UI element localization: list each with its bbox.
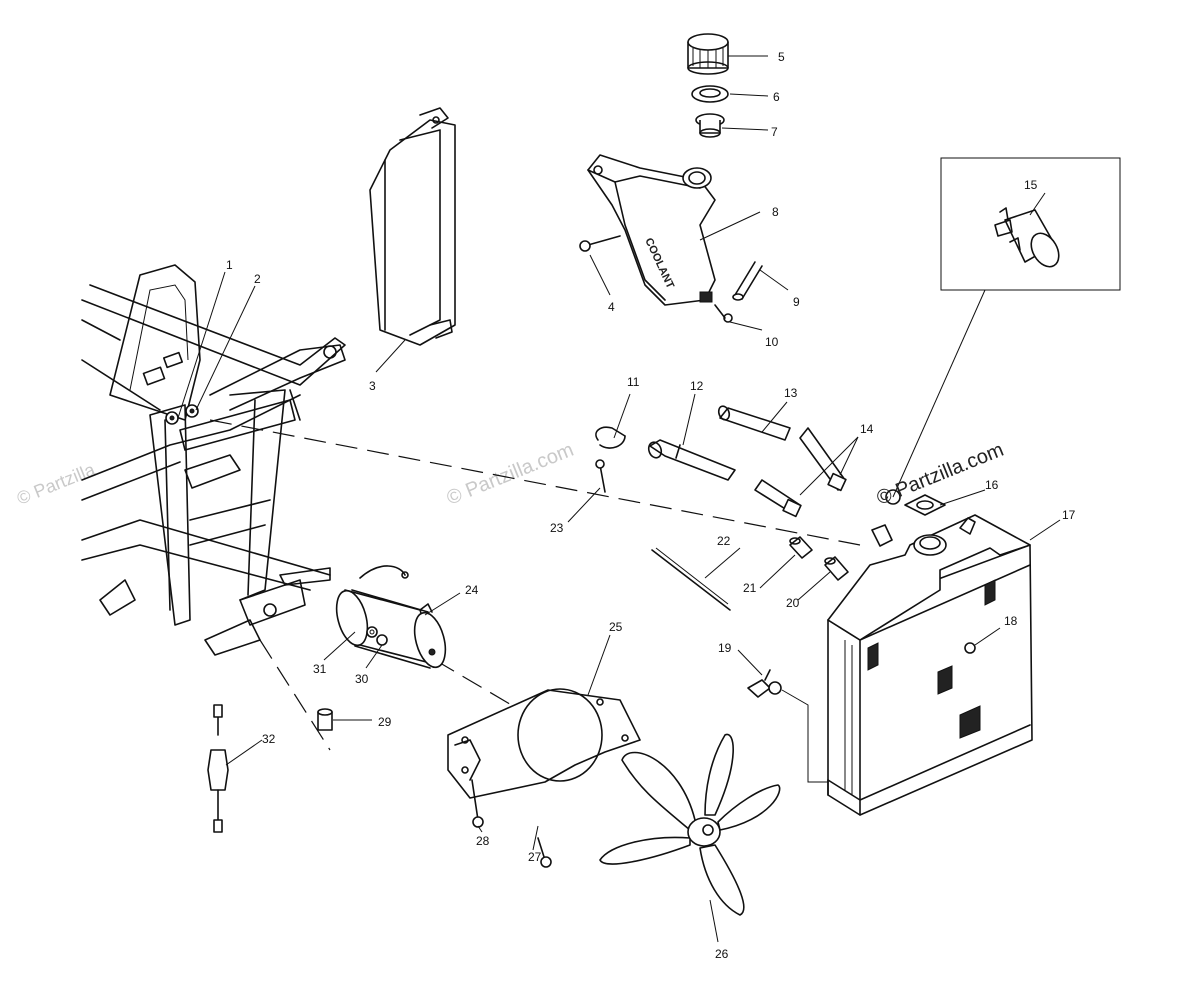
temperature-switch [994,207,1060,268]
coolant-reservoir: COOLANT [587,154,716,306]
detail-box-pointer-line [892,289,986,498]
radiator-shroud [369,107,456,346]
watermark-main: © Partzilla.com [874,439,1007,510]
fan-blade [599,733,781,916]
callout-leader-lines [177,55,1061,943]
fan-motor [335,565,447,669]
callout-11: 11 [627,375,640,389]
push-rivet [595,459,606,493]
fan-motor-nut [376,634,388,646]
callout-18: 18 [1004,614,1018,628]
radiator-hose-short [717,405,791,441]
callout-22: 22 [717,534,731,548]
cap-gasket [691,85,729,103]
drain-fitting [747,669,782,698]
drain-leader-line [781,689,828,783]
callout-7: 7 [771,125,778,139]
callout-13: 13 [784,386,798,400]
tank-mounting-screw [579,235,621,252]
callout-32: 32 [262,732,276,746]
cable-tie [651,547,731,611]
radiator-screw [964,642,976,654]
radiator [827,514,1033,816]
coolant-cap [687,33,729,75]
callout-25: 25 [609,620,623,634]
callout-5: 5 [778,50,785,64]
filler-neck-gasket [904,494,946,516]
callout-numbers: 1 2 3 4 5 6 7 8 9 10 11 12 13 14 15 16 1… [226,50,1076,961]
callout-9: 9 [793,295,800,309]
callout-27: 27 [528,850,542,864]
rubber-mount-29 [317,708,333,731]
callout-17: 17 [1062,508,1076,522]
rubber-bumper-32 [207,704,229,833]
callout-28: 28 [476,834,490,848]
callout-8: 8 [772,205,779,219]
assembly-dashed-line-top [209,419,861,546]
assembly-dashed-line-bottom [259,639,331,751]
hose-clamp-small [714,304,733,323]
callout-14: 14 [860,422,874,436]
filler-neck-adapter [695,113,725,138]
fan-motor-washer [366,626,378,638]
shroud-screw-28 [471,779,484,828]
hose-fitting-21 [789,536,813,559]
temp-switch-installed [871,524,893,547]
watermark-faint-center: © Partzilla.com [444,439,577,510]
callout-16: 16 [985,478,999,492]
hose-connector-pair [754,427,847,518]
hose-clamp-large [595,426,626,449]
watermark-faint-left: © Partzilla [14,459,99,509]
callout-4: 4 [608,300,615,314]
vehicle-frame [81,264,346,656]
callout-31: 31 [313,662,327,676]
callout-23: 23 [550,521,564,535]
callout-30: 30 [355,672,369,686]
radiator-hose-upper [647,439,736,481]
callout-15: 15 [1024,178,1038,192]
callout-1: 1 [226,258,233,272]
callout-12: 12 [690,379,704,393]
fan-shroud [447,688,641,799]
callout-6: 6 [773,90,780,104]
assembly-dashed-line-fan [434,659,521,711]
shroud-screw-27 [537,837,552,868]
callout-19: 19 [718,641,732,655]
callout-3: 3 [369,379,376,393]
callout-20: 20 [786,596,800,610]
callout-24: 24 [465,583,479,597]
callout-2: 2 [254,272,261,286]
callout-21: 21 [743,581,757,595]
callout-26: 26 [715,947,729,961]
overflow-hose [732,261,763,301]
callout-10: 10 [765,335,779,349]
callout-29: 29 [378,715,392,729]
hose-fitting-20 [824,556,849,581]
detail-box-target-circle [885,489,901,505]
